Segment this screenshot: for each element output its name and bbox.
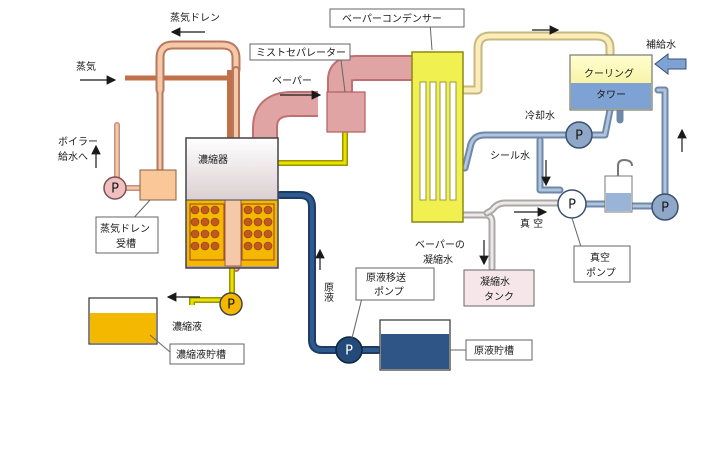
steam-drain-label: 蒸気ドレン [170,11,220,24]
boiler-feed-label-2: 給水へ [58,150,88,163]
separator-return-pipe [278,132,348,166]
feed-pump-label-1: 原液移送 [366,271,406,284]
vacuum-pump-label-2: ポンプ [586,267,616,279]
raw-tank-label: 原液貯槽 [474,344,514,357]
callout-vapor-condenser: ベーパーコンデンサー [329,8,465,51]
concentrate-pump: P [219,292,243,316]
callout-steam-drain-receiver: 蒸気ドレン 受槽 [95,199,159,254]
condensate-pipe [436,199,564,272]
cooling-water-pipe [461,86,669,210]
callout-feed-pump: 原液移送 ポンプ [351,267,435,339]
cooling-tower: クーリング タワー [569,54,653,111]
condensate-tank-label-1: 凝縮水 [480,275,510,288]
drain-receiver-label-1: 蒸気ドレン [100,222,150,235]
concentrate-label: 濃縮液 [172,320,202,333]
svg-text:P: P [661,201,669,216]
callout-mist-separator: ミストセパレーター [249,43,351,93]
steam-drain-receiver [139,169,177,201]
svg-text:P: P [227,298,235,313]
concentrate-pipe [189,266,235,305]
cooling-water-label: 冷却水 [525,109,555,122]
boiler-feed-label-1: ボイラー [58,136,98,148]
makeup-water-label: 補給水 [646,38,676,51]
vapor-condenser-label: ベーパーコンデンサー [342,12,442,25]
heating-coil-right [241,203,275,261]
makeup-water-arrow [654,52,687,76]
concentrate-tank [88,297,158,345]
concentrate-tank-label: 濃縮液貯槽 [176,348,226,361]
mist-separator [326,91,366,133]
condensate-tank: 凝縮水 タンク [463,269,535,307]
drain-receiver-label-2: 受槽 [116,237,136,250]
steam-label: 蒸気 [76,60,96,73]
vapor-pipe [252,55,415,142]
callout-vacuum-pump: 真空 ポンプ [571,217,631,283]
condensate-tank-label-2: タンク [484,291,514,303]
seal-water-label: シール水 [490,150,530,162]
vacuum-pump: P [557,189,587,219]
vapor-condensate-label-1: ベーパーの [415,239,465,251]
svg-text:P: P [568,198,576,213]
raw-liquid-label: 原液 [322,282,334,303]
seal-water-pot [604,158,633,213]
cooling-tower-label-2: タワー [596,89,626,101]
svg-text:P: P [575,129,583,144]
warm-water-pipe [458,31,615,95]
svg-text:P: P [111,182,119,197]
flow-arrows [80,25,687,302]
makeup-pump: P [651,193,679,221]
feed-pump-label-2: ポンプ [374,286,404,298]
raw-liquid-feed-pump: P [335,336,363,364]
svg-text:P: P [345,344,353,359]
callout-concentrate-tank: 濃縮液貯槽 [149,334,245,365]
cooling-water-pump: P [565,121,593,149]
callout-raw-tank: 原液貯槽 [450,339,533,361]
boiler-feed-pump: P [103,176,127,200]
mist-separator-label: ミストセパレーター [256,47,346,59]
concentrator-label: 濃縮器 [198,153,228,166]
cooling-tower-label-1: クーリング [584,67,634,80]
vapor-condenser [411,51,464,223]
raw-liquid-pipe [276,191,382,354]
concentrator-vessel: 濃縮器 [185,137,279,269]
heating-coil-left [189,203,225,261]
vacuum-label: 真 空 [520,217,543,230]
vapor-label: ベーパー [272,75,312,87]
vapor-condensate-label-2: 凝縮水 [423,253,453,266]
raw-liquid-tank [379,319,451,371]
vacuum-pump-label-1: 真空 [590,251,610,264]
